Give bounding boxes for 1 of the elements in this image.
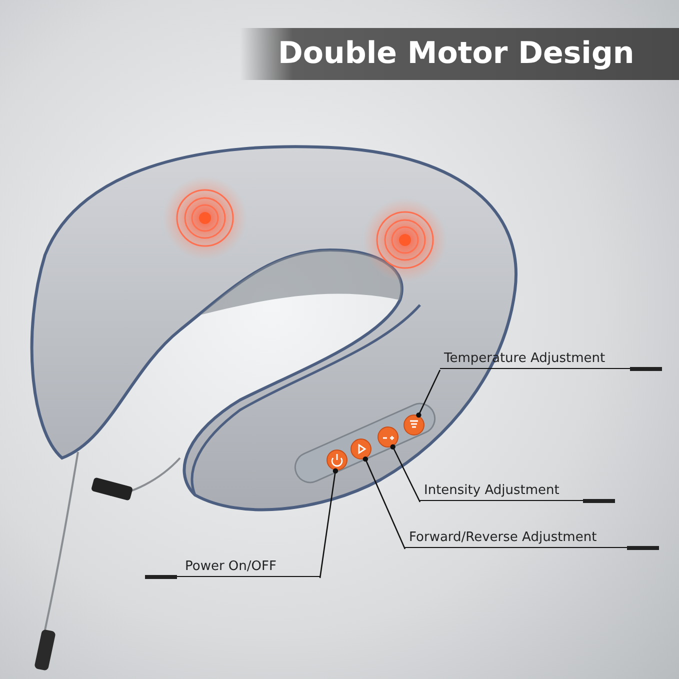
title: Double Motor Design — [240, 28, 679, 80]
